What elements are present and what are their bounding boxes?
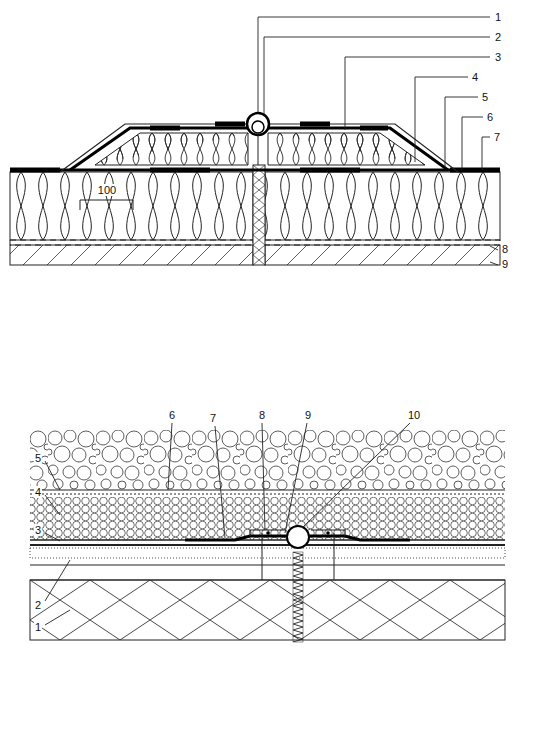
callout-number: 2	[494, 31, 502, 43]
callout-number: 1	[34, 621, 42, 633]
callout-number: 7	[209, 412, 217, 424]
callout-number: 9	[501, 258, 509, 270]
callout-number: 10	[407, 409, 421, 421]
callout-number: 3	[494, 51, 502, 63]
callout-number: 2	[34, 599, 42, 611]
callout-number: 8	[258, 409, 266, 421]
callout-number: 5	[34, 452, 42, 464]
callout-number: 9	[304, 409, 312, 421]
callout-number: 4	[471, 71, 479, 83]
callout-number: 6	[168, 409, 176, 421]
callout-number: 5	[481, 91, 489, 103]
callout-number: 3	[34, 524, 42, 536]
bottom-section	[30, 423, 505, 642]
callout-number: 8	[501, 243, 509, 255]
callout-number: 7	[493, 131, 501, 143]
dimension-label: 100	[97, 184, 117, 196]
callout-number: 1	[494, 11, 502, 23]
callout-number: 4	[34, 486, 42, 498]
callout-number: 6	[486, 111, 494, 123]
top-section	[10, 17, 500, 265]
